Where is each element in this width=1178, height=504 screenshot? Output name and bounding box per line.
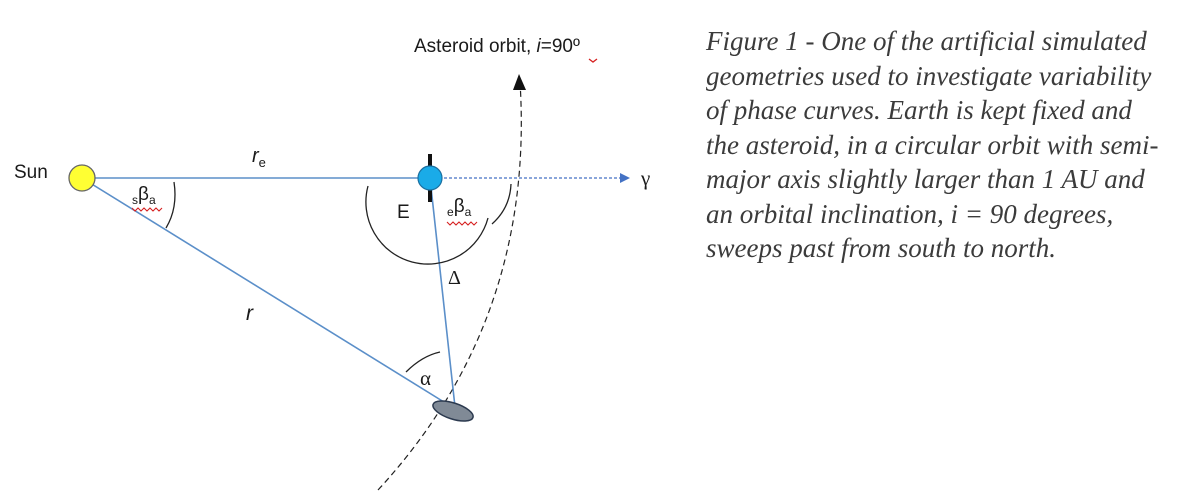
sun-icon [68, 164, 96, 192]
sun-beta-pre: s [132, 193, 138, 207]
phase-angle-arc [405, 351, 441, 373]
figure-caption: Figure 1 - One of the artificial simulat… [706, 26, 1159, 263]
earth-beta-label: eβa [447, 196, 472, 219]
earth-label: E [397, 202, 410, 223]
earth-beta-main: β [454, 196, 465, 217]
asteroid-orbit-arc [377, 81, 522, 491]
spellcheck-mark-earth-beta [446, 221, 478, 226]
spellcheck-mark-orbit [588, 58, 598, 63]
orbit-arrowhead [513, 74, 526, 90]
sun-asteroid-line [81, 177, 453, 408]
earth-large-angle-arc [365, 185, 489, 265]
earth-distance-sub: e [259, 155, 266, 170]
earth-beta-pre: e [447, 205, 454, 219]
spellcheck-mark-sun-beta [131, 207, 163, 212]
delta-label: Δ [448, 267, 461, 289]
sun-beta-label: sβa [132, 184, 156, 207]
earth-distance-main: r [252, 145, 260, 167]
orbit-label-prefix: Asteroid orbit, [414, 36, 537, 57]
earth-small-angle-arc [491, 183, 512, 225]
asteroid-icon [432, 400, 474, 422]
earth-beta-sub: a [465, 205, 472, 219]
earth-icon [417, 165, 443, 191]
sun-beta-sub: a [149, 193, 156, 207]
orbit-label-i: i [537, 36, 542, 57]
geometry-diagram: Sun Asteroid orbit, i=90º re γ sβa E eβa… [14, 36, 650, 491]
earth-distance-label: re [252, 145, 266, 170]
sun-label: Sun [14, 162, 48, 183]
alpha-label: α [420, 366, 431, 390]
sun-angle-arc [165, 181, 176, 229]
gamma-label: γ [640, 166, 650, 190]
sun-beta-main: β [138, 184, 149, 205]
r-label: r [246, 302, 254, 325]
orbit-label-value: =90º [541, 36, 580, 57]
earth-asteroid-line [429, 177, 456, 408]
orbit-label: Asteroid orbit, i=90º [414, 36, 580, 57]
